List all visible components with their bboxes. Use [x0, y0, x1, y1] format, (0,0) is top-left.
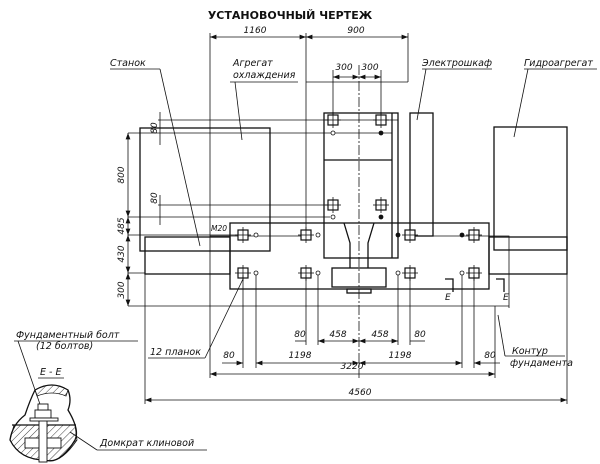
pin-symbol: [315, 270, 321, 276]
bolt-symbol: [395, 265, 418, 281]
cooling-unit: [139, 127, 271, 252]
pin-symbol: [459, 270, 465, 276]
label-section-e-e: Е - Е: [40, 367, 61, 378]
dim-80-upper: 80: [150, 122, 160, 134]
bolt-symbol: [373, 197, 389, 220]
top-dimensions: 1160 900 300 300: [210, 26, 408, 118]
carriage-block: [331, 267, 387, 288]
dim-80-lower: 80: [150, 192, 160, 204]
dim-900: 900: [347, 26, 364, 36]
dim-4560: 4560: [349, 388, 372, 398]
section-mark-e-right: Е: [503, 293, 509, 303]
bolt-symbol: [298, 227, 321, 243]
bolt-symbol: [373, 112, 389, 136]
label-wedge-jack: Домкрат клиновой: [99, 438, 194, 449]
bolt-symbol: [325, 112, 341, 136]
label-foundation-bolt: Фундаментный болт: [16, 330, 120, 341]
dim-800: 800: [117, 166, 127, 183]
hydraulic-unit: [493, 126, 568, 251]
label-contour-1: Контур: [512, 346, 548, 357]
bolt-symbol: [325, 197, 341, 220]
bottom-dimensions: 80 458 458 80 80 1198 1198 80 3220 4560: [144, 274, 568, 404]
label-hydraulic-unit: Гидроагрегат: [524, 58, 593, 69]
dim-485: 485: [117, 217, 127, 234]
pin-symbol: [395, 270, 401, 276]
dim-row1-80-right: 80: [414, 330, 426, 340]
pin-symbol: [459, 232, 465, 238]
pin-symbol: [330, 130, 336, 136]
left-rail: [144, 236, 231, 275]
label-plates: 12 планок: [150, 347, 201, 358]
bolt-symbol: [459, 265, 482, 281]
pin-symbol: [253, 270, 259, 276]
label-m20: M20: [211, 224, 227, 233]
callouts: Станок Агрегат охлаждения Электрошкаф Ги…: [14, 58, 597, 451]
dim-1160: 1160: [244, 26, 267, 36]
dim-300-left: 300: [335, 63, 352, 73]
carriage: [343, 222, 375, 268]
bolt-symbol: [235, 227, 259, 243]
dim-row2-80-left: 80: [223, 351, 235, 361]
bolt-symbol: [395, 227, 418, 243]
dim-row2-1198-right: 1198: [389, 351, 412, 361]
dim-430: 430: [117, 245, 127, 262]
section-e-e-detail: [9, 384, 78, 463]
drawing-title: УСТАНОВОЧНЫЙ ЧЕРТЕЖ: [208, 9, 373, 22]
dim-row1-80-left: 80: [294, 330, 306, 340]
machine-column: [323, 112, 399, 259]
dim-row1-458-right: 458: [371, 330, 388, 340]
bolt-symbol: [235, 265, 259, 281]
right-rail: [488, 236, 568, 275]
bolt-symbol: [459, 227, 482, 243]
pin-symbol: [253, 232, 259, 238]
dim-row2-1198-left: 1198: [289, 351, 312, 361]
bolt-symbol: [298, 265, 321, 281]
label-bolt-count: (12 болтов): [36, 341, 93, 352]
dim-row1-458-left: 458: [329, 330, 346, 340]
label-machine: Станок: [110, 58, 146, 69]
pin-symbol: [378, 130, 384, 136]
pin-symbol: [315, 232, 321, 238]
dim-300-right: 300: [361, 63, 378, 73]
label-cooling-2: охлаждения: [233, 70, 296, 81]
label-electric-cabinet: Электрошкаф: [421, 58, 492, 69]
foundation-bolts: [235, 112, 482, 281]
pin-symbol: [378, 214, 384, 220]
section-marks: Е Е: [445, 278, 509, 303]
dim-300-vertical: 300: [117, 281, 127, 298]
pin-symbol: [395, 232, 401, 238]
pin-symbol: [330, 214, 336, 220]
dim-row2-80-right: 80: [484, 351, 496, 361]
electric-cabinet: [409, 112, 434, 237]
left-dimensions: 800 485 430 300 80 80: [117, 112, 161, 306]
section-mark-e-left: Е: [445, 293, 451, 303]
dim-3220: 3220: [341, 362, 364, 372]
label-cooling-1: Агрегат: [232, 58, 273, 69]
label-contour-2: фундамента: [510, 358, 573, 369]
